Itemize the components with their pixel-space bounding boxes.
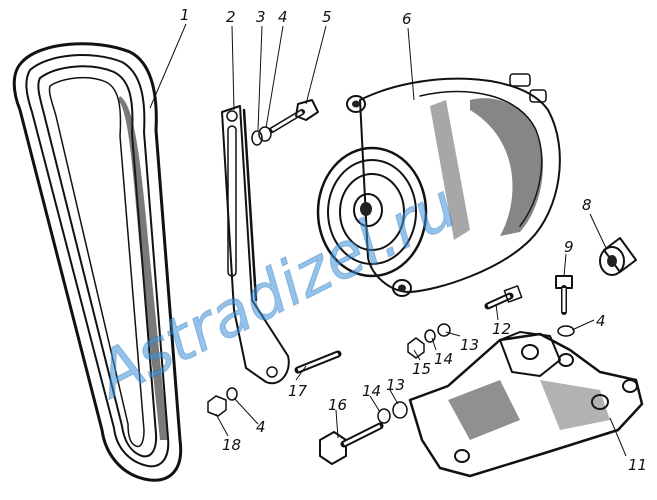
callout-13: 13 xyxy=(460,336,479,354)
stud xyxy=(484,285,523,310)
callout-11: 11 xyxy=(628,456,647,474)
leader-lines xyxy=(149,23,627,457)
washer xyxy=(377,401,408,424)
callout-13-lower: 13 xyxy=(386,376,405,394)
adjusting-strap xyxy=(221,105,290,385)
bracket-bolt xyxy=(555,275,573,315)
callout-15: 15 xyxy=(412,360,431,378)
mounting-bracket xyxy=(408,331,644,478)
callout-4-lower: 4 xyxy=(256,418,266,436)
callout-14: 14 xyxy=(434,350,453,368)
callout-9: 9 xyxy=(564,238,574,256)
callout-8: 8 xyxy=(582,196,592,214)
callout-4: 4 xyxy=(278,8,288,26)
callout-16: 16 xyxy=(328,396,347,414)
alternator xyxy=(316,73,561,297)
callout-12: 12 xyxy=(492,320,511,338)
nut xyxy=(207,387,238,417)
mounting-bolt xyxy=(319,422,384,465)
callout-4-bracket: 4 xyxy=(596,312,606,330)
callout-17: 17 xyxy=(288,382,308,400)
callout-1: 1 xyxy=(180,6,190,24)
callout-6: 6 xyxy=(402,10,412,28)
callout-labels: 1 2 3 4 5 6 8 9 4 12 13 14 15 17 14 13 1… xyxy=(180,6,647,474)
washer xyxy=(557,325,575,337)
callout-14-lower: 14 xyxy=(362,382,381,400)
nut-washer-set xyxy=(407,323,451,359)
drive-belt xyxy=(12,42,183,482)
washer xyxy=(251,126,272,146)
bushing xyxy=(599,237,637,276)
strap-bolt xyxy=(269,99,319,133)
stud xyxy=(294,350,342,374)
callout-5: 5 xyxy=(322,8,332,26)
callout-18: 18 xyxy=(222,436,241,454)
callout-3: 3 xyxy=(256,8,266,26)
callout-2: 2 xyxy=(226,8,236,26)
